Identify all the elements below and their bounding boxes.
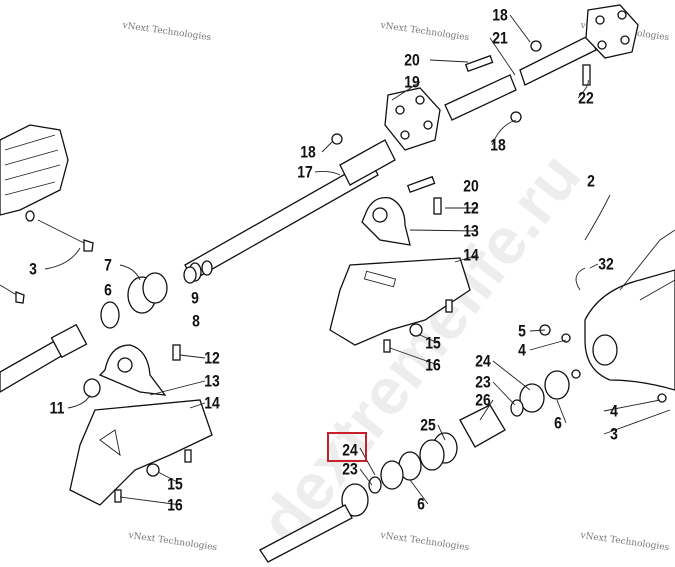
transmission-housing bbox=[0, 124, 69, 216]
mount-bracket-lower bbox=[69, 399, 213, 506]
callout-19[interactable]: 19 bbox=[404, 72, 420, 92]
callout-8[interactable]: 8 bbox=[192, 311, 200, 331]
nut bbox=[510, 111, 522, 123]
callout-12[interactable]: 12 bbox=[204, 348, 220, 368]
callout-20[interactable]: 20 bbox=[463, 176, 479, 196]
bolt bbox=[184, 449, 192, 463]
o-ring bbox=[83, 378, 101, 398]
rear-differential bbox=[584, 229, 675, 391]
rear-coupling-parts bbox=[259, 370, 570, 563]
callout-3[interactable]: 3 bbox=[610, 424, 618, 444]
washer bbox=[561, 333, 571, 343]
callout-4[interactable]: 4 bbox=[518, 340, 526, 360]
callout-11[interactable]: 11 bbox=[49, 398, 65, 418]
callout-15[interactable]: 15 bbox=[425, 333, 441, 353]
flex-coupler bbox=[384, 87, 441, 151]
front-drive-shaft bbox=[184, 139, 396, 282]
callout-17[interactable]: 17 bbox=[297, 162, 313, 182]
rear-stub-shaft bbox=[0, 323, 88, 393]
callout-2[interactable]: 2 bbox=[587, 171, 595, 191]
boot-assembly bbox=[100, 260, 213, 329]
callout-5[interactable]: 5 bbox=[518, 321, 526, 341]
callout-9[interactable]: 9 bbox=[191, 288, 199, 308]
nut bbox=[331, 133, 343, 145]
bolt bbox=[0, 284, 25, 304]
bolt bbox=[464, 54, 494, 73]
bolt bbox=[433, 197, 442, 215]
callout-16[interactable]: 16 bbox=[167, 495, 183, 515]
callout-16[interactable]: 16 bbox=[425, 355, 441, 375]
bolt bbox=[406, 175, 436, 194]
washer bbox=[657, 393, 667, 403]
callout-6[interactable]: 6 bbox=[417, 494, 425, 514]
mount-bracket bbox=[329, 257, 471, 346]
callout-13[interactable]: 13 bbox=[204, 371, 220, 391]
callout-6[interactable]: 6 bbox=[554, 413, 562, 433]
callout-20[interactable]: 20 bbox=[404, 50, 420, 70]
clamp bbox=[575, 267, 586, 291]
callout-18[interactable]: 18 bbox=[300, 142, 316, 162]
callout-32[interactable]: 32 bbox=[598, 254, 614, 274]
nut bbox=[146, 463, 160, 477]
callout-18[interactable]: 18 bbox=[490, 135, 506, 155]
bolt bbox=[445, 299, 453, 313]
callout-14[interactable]: 14 bbox=[463, 245, 479, 265]
bolt bbox=[37, 219, 94, 252]
callout-22[interactable]: 22 bbox=[578, 88, 594, 108]
nut bbox=[530, 40, 542, 52]
callout-14[interactable]: 14 bbox=[204, 393, 220, 413]
callout-26[interactable]: 26 bbox=[475, 390, 491, 410]
callout-21[interactable]: 21 bbox=[492, 28, 508, 48]
washer bbox=[571, 369, 581, 379]
callout-24-highlighted[interactable]: 24 bbox=[342, 440, 358, 460]
flex-coupler-rear bbox=[585, 4, 639, 59]
callout-6[interactable]: 6 bbox=[104, 280, 112, 300]
bolt bbox=[383, 339, 391, 353]
nut bbox=[409, 323, 423, 337]
carrier-bearing-lower bbox=[98, 344, 167, 396]
callout-23[interactable]: 23 bbox=[475, 372, 491, 392]
callout-23[interactable]: 23 bbox=[342, 459, 358, 479]
callout-13[interactable]: 13 bbox=[463, 221, 479, 241]
callout-24[interactable]: 24 bbox=[475, 351, 491, 371]
bolt bbox=[582, 64, 591, 86]
callout-15[interactable]: 15 bbox=[167, 474, 183, 494]
washer bbox=[25, 210, 35, 222]
callout-3[interactable]: 3 bbox=[29, 259, 37, 279]
bolt bbox=[114, 489, 122, 503]
callout-12[interactable]: 12 bbox=[463, 198, 479, 218]
carrier-bearing bbox=[361, 196, 411, 246]
bolt bbox=[172, 344, 181, 361]
callout-25[interactable]: 25 bbox=[420, 415, 436, 435]
callout-7[interactable]: 7 bbox=[104, 255, 112, 275]
highlight-box bbox=[327, 432, 367, 462]
callout-18[interactable]: 18 bbox=[492, 5, 508, 25]
callout-4[interactable]: 4 bbox=[610, 401, 618, 421]
vent-hose bbox=[584, 194, 611, 241]
mid-drive-shaft bbox=[444, 34, 597, 121]
